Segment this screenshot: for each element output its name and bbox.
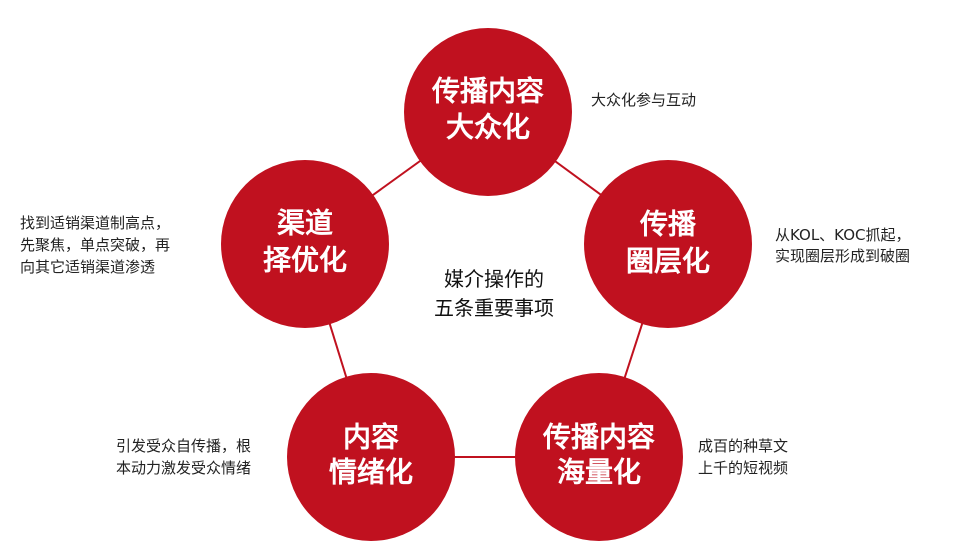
center-label: 媒介操作的 五条重要事项 [434,267,554,320]
node-right: 传播 圈层化 [584,160,752,328]
node-left: 渠道 择优化 [221,160,389,328]
node-bottom-right-circle [515,373,683,541]
node-bottom-right-line-2: 海量化 [557,456,641,489]
note-bottom-left-line-2: 本动力激发受众情绪 [116,459,251,477]
note-bottom-right-line-1: 成百的种草文 [698,437,788,455]
note-bottom-left-line-1: 引发受众自传播，根 [116,437,251,455]
node-bottom-left-line-2: 情绪化 [329,456,413,489]
node-right-line-1: 传播 [639,208,697,241]
node-top-line-1: 传播内容 [431,75,544,108]
note-right: 从KOL、KOC抓起， 实现圈层形成到破圈 [775,226,910,265]
note-right-line-1: 从KOL、KOC抓起， [775,226,910,244]
note-left-line-2: 先聚焦，单点突破，再 [20,236,170,254]
node-left-line-1: 渠道 [277,207,333,240]
note-top-line-1: 大众化参与互动 [591,91,696,109]
node-right-line-2: 圈层化 [626,245,710,278]
note-right-line-2: 实现圈层形成到破圈 [775,247,910,265]
node-bottom-left-line-1: 内容 [343,421,399,454]
node-bottom-right: 传播内容 海量化 [515,373,683,541]
center-label-line-2: 五条重要事项 [434,296,554,320]
note-left-line-1: 找到适销渠道制高点， [20,214,170,232]
note-bottom-right: 成百的种草文 上千的短视频 [698,437,788,477]
node-bottom-left-circle [287,373,455,541]
note-top: 大众化参与互动 [591,91,696,109]
note-left: 找到适销渠道制高点， 先聚焦，单点突破，再 向其它适销渠道渗透 [20,214,170,276]
node-top-line-2: 大众化 [446,111,530,144]
node-bottom-right-line-1: 传播内容 [542,421,655,454]
node-left-circle [221,160,389,328]
note-bottom-right-line-2: 上千的短视频 [698,459,788,477]
center-label-line-1: 媒介操作的 [444,267,544,291]
note-left-line-3: 向其它适销渠道渗透 [20,258,155,276]
node-bottom-left: 内容 情绪化 [287,373,455,541]
node-top: 传播内容 大众化 [404,28,572,196]
node-left-line-2: 择优化 [263,244,347,277]
node-right-circle [584,160,752,328]
note-bottom-left: 引发受众自传播，根 本动力激发受众情绪 [116,437,251,477]
node-top-circle [404,28,572,196]
